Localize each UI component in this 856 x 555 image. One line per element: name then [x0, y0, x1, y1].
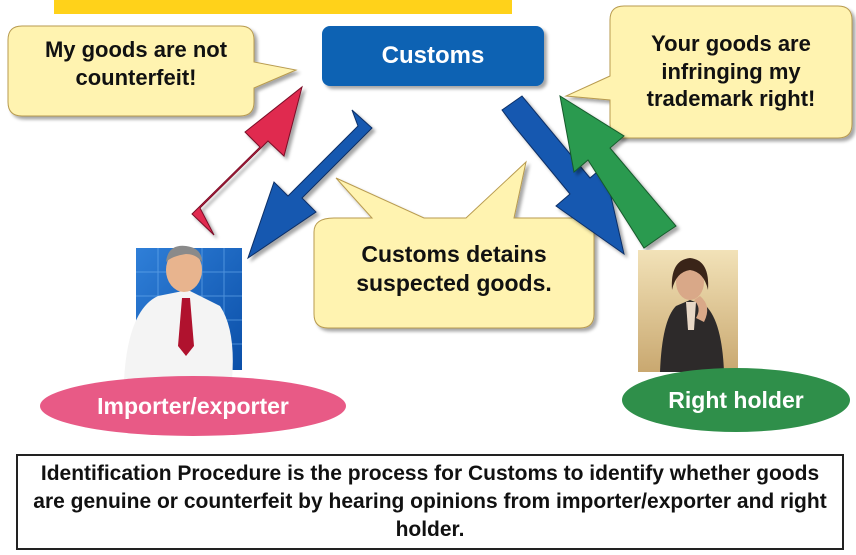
customs-bubble-text: Customs detains suspected goods.: [356, 241, 552, 296]
arrow-customs-to-right-holder: [501, 95, 625, 256]
right-holder-bubble-text: Your goods are infringing my trademark r…: [646, 31, 816, 111]
right-holder-ellipse: [622, 368, 850, 432]
customs-box: [322, 26, 544, 86]
importer-label: Importer/exporter: [97, 392, 289, 419]
right-holder-label: Right holder: [668, 386, 804, 413]
arrow-importer-to-customs: [191, 85, 303, 236]
importer-photo: [124, 245, 242, 380]
caption-text: Identification Procedure is the process …: [33, 462, 827, 541]
customs-label: Customs: [381, 42, 485, 69]
importer-ellipse: [40, 376, 346, 436]
right-holder-speech-bubble: [564, 5, 853, 139]
top-banner-bar: [54, 0, 512, 14]
importer-bubble-text: My goods are not counterfeit!: [44, 37, 228, 90]
arrow-right-holder-to-customs: [559, 94, 677, 249]
right-holder-photo: [638, 250, 738, 372]
caption-box: Identification Procedure is the process …: [16, 454, 844, 550]
arrow-customs-to-importer: [247, 109, 373, 260]
importer-speech-bubble: [7, 25, 298, 117]
